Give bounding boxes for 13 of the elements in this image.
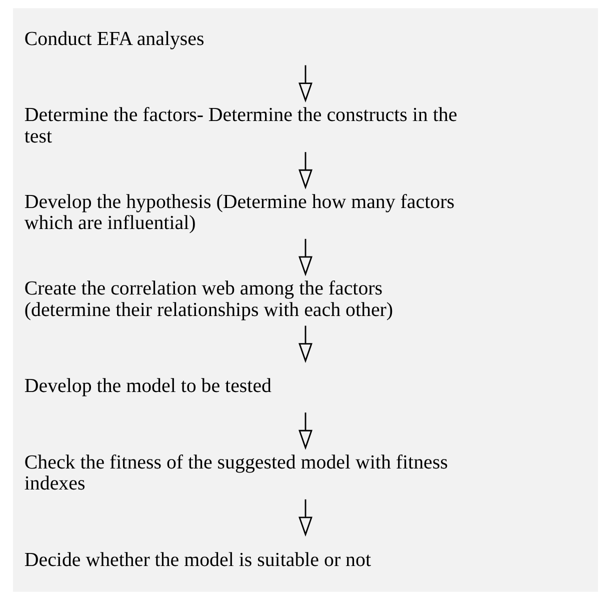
node-text: Check the fitness of the suggested model with fitness indexes <box>24 451 448 495</box>
node-text: Develop the model to be tested <box>24 375 272 398</box>
node-text: Determine the factors- Determine the constructs in the test <box>24 104 458 148</box>
arrow <box>298 152 312 190</box>
node-text: Conduct EFA analyses <box>24 28 204 50</box>
arrow <box>298 412 312 450</box>
arrow <box>298 499 312 537</box>
node-text: Develop the hypothesis (Determine how many factors which are influential) <box>24 190 454 234</box>
node-text: Create the correlation web among the factors (determine their relationships with each other) <box>24 278 394 321</box>
arrow <box>298 238 312 276</box>
arrow <box>298 65 312 103</box>
node-text: Decide whether the model is suitable or not <box>24 548 371 571</box>
arrow <box>298 326 312 364</box>
